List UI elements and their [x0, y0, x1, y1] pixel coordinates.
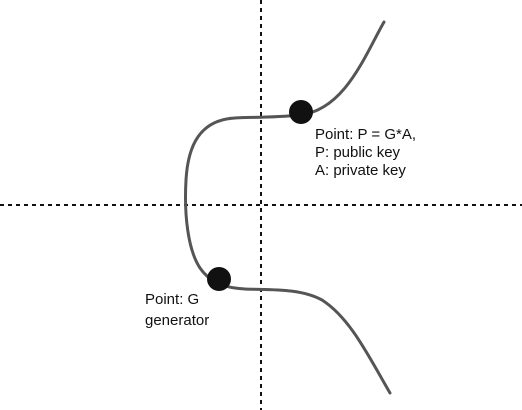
point-p-label-line: Point: P = G*A,	[315, 126, 416, 143]
elliptic-curve	[184, 20, 392, 395]
point-p-label: Point: P = G*A, P: public key A: private…	[315, 126, 420, 179]
point-g-label-line: generator	[145, 312, 209, 329]
point-g-label: Point: G generator	[145, 291, 209, 329]
point-g-label-line: Point: G	[145, 291, 199, 308]
point-p-label-line: A: private key	[315, 162, 406, 179]
point-p-marker	[289, 100, 313, 124]
point-g-marker	[207, 267, 231, 291]
point-p-label-line: P: public key	[315, 144, 401, 161]
